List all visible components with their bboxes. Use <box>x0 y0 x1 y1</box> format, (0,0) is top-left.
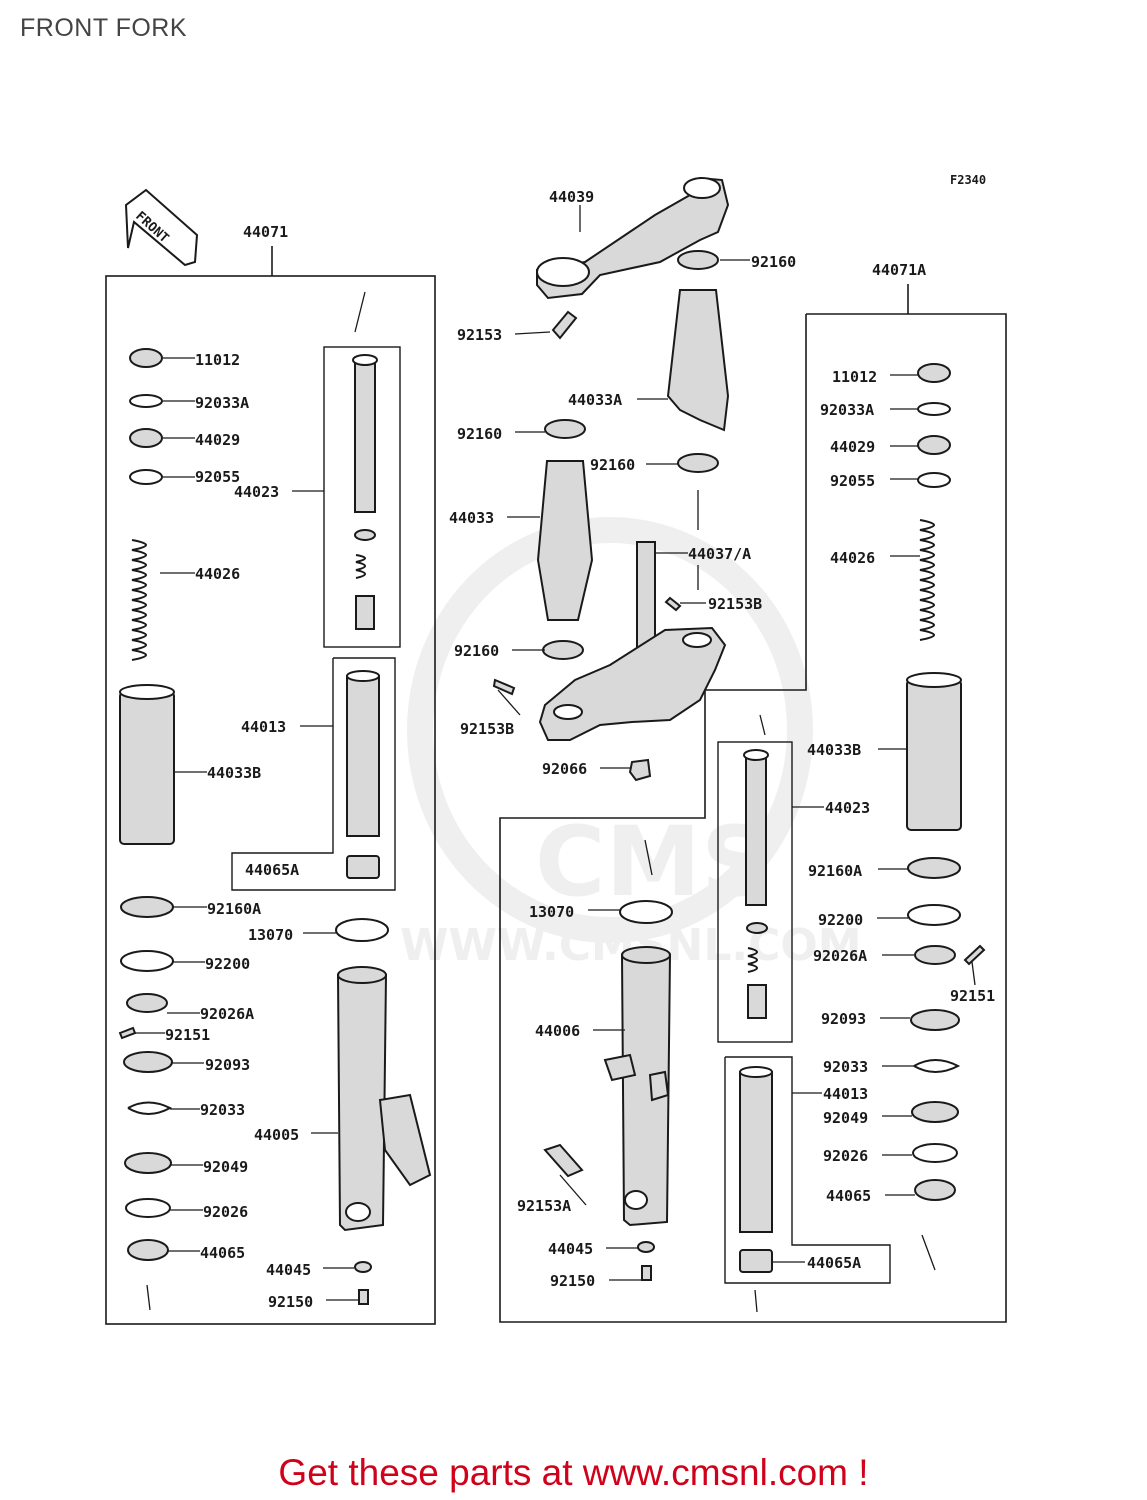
part-label: 44033B <box>807 741 861 759</box>
part-label: 92026 <box>203 1203 248 1221</box>
part-label: 92093 <box>821 1010 866 1028</box>
part-label: 44005 <box>254 1126 299 1144</box>
part-label: 92026 <box>823 1147 868 1165</box>
part-label: 92153 <box>457 326 502 344</box>
part-label: 92150 <box>550 1272 595 1290</box>
part-label: 92153B <box>708 595 762 613</box>
part-label: 44045 <box>548 1240 593 1258</box>
part-label: 44013 <box>241 718 286 736</box>
part-label: 44026 <box>830 549 875 567</box>
footer-promo[interactable]: Get these parts at www.cmsnl.com ! <box>278 1452 869 1493</box>
part-label: 92093 <box>205 1056 250 1074</box>
part-label: 92033A <box>820 401 874 419</box>
part-label: 92160 <box>590 456 635 474</box>
part-label: 92200 <box>818 911 863 929</box>
part-label: 44026 <box>195 565 240 583</box>
part-label: 44023 <box>825 799 870 817</box>
part-label: 44065 <box>200 1244 245 1262</box>
part-label: 92151 <box>950 987 995 1005</box>
part-label: 44029 <box>830 438 875 456</box>
part-label: 92033A <box>195 394 249 412</box>
part-label: 44029 <box>195 431 240 449</box>
part-label: 44065 <box>826 1187 871 1205</box>
part-label: 92033 <box>823 1058 868 1076</box>
part-label: 92033 <box>200 1101 245 1119</box>
part-label: 44065A <box>807 1254 861 1272</box>
part-label: 92200 <box>205 955 250 973</box>
part-label: 44065A <box>245 861 299 879</box>
cms-watermark: CMS WWW.CMSNL.COM <box>400 517 862 971</box>
part-label: 44033A <box>568 391 622 409</box>
part-label: 92049 <box>203 1158 248 1176</box>
group-label-44071a: 44071A <box>872 261 926 279</box>
part-label: 92055 <box>830 472 875 490</box>
part-label: 92153A <box>517 1197 571 1215</box>
part-label: 44045 <box>266 1261 311 1279</box>
part-label: 92153B <box>460 720 514 738</box>
group-label-44071: 44071 <box>243 223 288 241</box>
part-label: 92049 <box>823 1109 868 1127</box>
part-label: 44033B <box>207 764 261 782</box>
part-label: 92151 <box>165 1026 210 1044</box>
part-label: 92066 <box>542 760 587 778</box>
part-label: 92160 <box>454 642 499 660</box>
part-label: 13070 <box>248 926 293 944</box>
leader-lines <box>135 205 976 1313</box>
part-label: 44023 <box>234 483 279 501</box>
part-label: 92026A <box>813 947 867 965</box>
part-label: 44037/A <box>688 545 751 563</box>
part-label: 13070 <box>529 903 574 921</box>
part-label: 92160A <box>207 900 261 918</box>
part-labels: 44039 92160 92153 44033A 92160 92160 440… <box>165 188 995 1311</box>
part-label: 11012 <box>832 368 877 386</box>
figure-code: F2340 <box>950 173 986 187</box>
part-label: 44006 <box>535 1022 580 1040</box>
part-label: 44013 <box>823 1085 868 1103</box>
part-label: 11012 <box>195 351 240 369</box>
front-direction-marker: FRONT <box>124 188 199 267</box>
page-title: FRONT FORK <box>20 14 188 42</box>
group-box-left <box>105 246 436 1325</box>
part-label: 92160 <box>751 253 796 271</box>
inner-boxes <box>231 346 891 1284</box>
part-label: 92160 <box>457 425 502 443</box>
part-label: 92055 <box>195 468 240 486</box>
group-box-right <box>499 284 1007 1323</box>
part-label: 92160A <box>808 862 862 880</box>
watermark-brand: CMS <box>535 806 770 918</box>
part-drawings <box>118 176 986 1305</box>
part-label: 44039 <box>549 188 594 206</box>
exploded-parts-diagram: CMS WWW.CMSNL.COM F2340 FRONT <box>105 173 1007 1325</box>
part-label: 44033 <box>449 509 494 527</box>
part-label: 92150 <box>268 1293 313 1311</box>
part-label: 92026A <box>200 1005 254 1023</box>
